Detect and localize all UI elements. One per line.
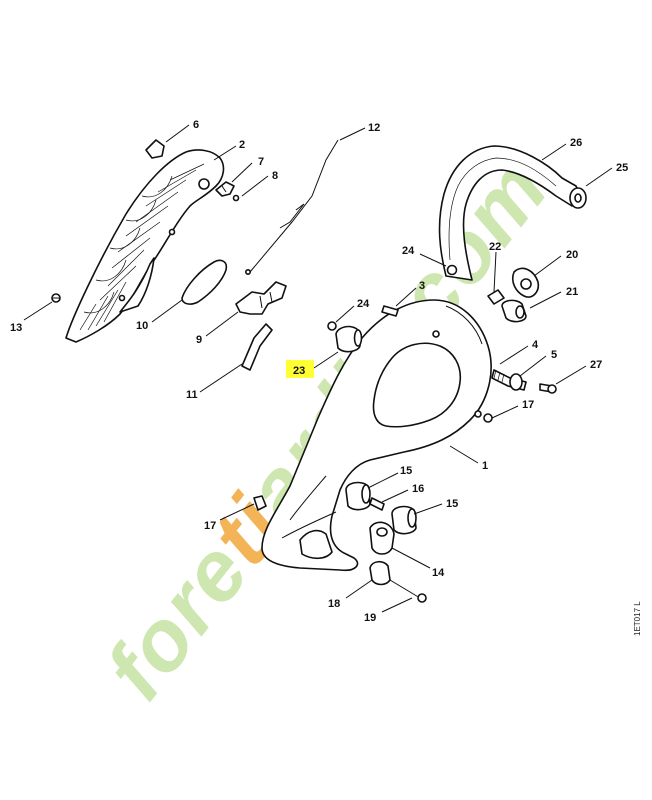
- highlight-box-23: [286, 360, 314, 378]
- part-6-clip: [145, 139, 165, 159]
- part-27-screw: [539, 383, 557, 394]
- part-3-screw: [381, 305, 399, 317]
- part-22-screw: [487, 289, 505, 305]
- drawing-code: 1ET017 L: [633, 601, 642, 636]
- part-7-spring: [215, 181, 235, 197]
- callout-17-left: 17: [204, 520, 216, 532]
- callout-13: 13: [10, 322, 22, 334]
- callout-25: 25: [616, 162, 628, 174]
- callout-15-upper: 15: [400, 465, 412, 477]
- callout-6: 6: [193, 119, 199, 131]
- leader-lines: [23, 124, 613, 613]
- callout-24-top: 24: [402, 245, 415, 257]
- callout-10: 10: [136, 320, 148, 332]
- callout-15-lower: 15: [446, 498, 458, 510]
- callout-2: 2: [239, 139, 245, 151]
- callout-22: 22: [489, 241, 501, 253]
- callout-1: 1: [482, 460, 488, 472]
- part-1-handle-frame: [261, 299, 492, 572]
- part-24-screw-top: [446, 264, 458, 276]
- part-5-nut: [509, 373, 523, 391]
- callout-12: 12: [368, 122, 380, 134]
- callout-labels: 6 2 7 8 12 26 25 24 22 20 21 13 10 9 24 …: [10, 119, 628, 624]
- part-15-bushing-lower: [391, 505, 417, 535]
- callout-17-right: 17: [522, 399, 534, 411]
- part-18-bushing: [369, 560, 391, 586]
- callout-21: 21: [566, 286, 578, 298]
- part-15-bushing-upper: [345, 481, 371, 511]
- part-2-handle-cover: [65, 149, 225, 343]
- callout-5: 5: [551, 349, 557, 361]
- callout-14: 14: [432, 567, 445, 579]
- part-14-clamp: [369, 521, 395, 555]
- callout-23: 23: [293, 365, 305, 377]
- part-20-clamp: [511, 267, 540, 298]
- part-9-trigger: [235, 281, 287, 315]
- part-19-bolt: [389, 579, 427, 603]
- callout-8: 8: [272, 170, 278, 182]
- callout-24-lower: 24: [357, 298, 370, 310]
- callout-19: 19: [364, 612, 376, 624]
- part-21-bushing: [501, 299, 527, 323]
- callout-16: 16: [412, 483, 424, 495]
- callout-20: 20: [566, 249, 578, 261]
- callout-27: 27: [590, 359, 602, 371]
- part-26-front-handle: [438, 145, 587, 281]
- callout-7: 7: [258, 156, 264, 168]
- callout-3: 3: [419, 280, 425, 292]
- part-8-screw: [232, 194, 240, 202]
- callout-4: 4: [532, 339, 539, 351]
- part-17-screw-left: [253, 495, 267, 511]
- part-24-screw-lower: [327, 321, 337, 331]
- part-23-bushing: [335, 325, 363, 353]
- part-16-screw: [369, 497, 385, 511]
- part-13-screw: [51, 293, 61, 303]
- part-11-spring: [241, 323, 273, 371]
- part-12-throttle-rod: [245, 139, 339, 275]
- callout-26: 26: [570, 137, 582, 149]
- callout-9: 9: [196, 334, 202, 346]
- part-17-screw-right: [483, 413, 493, 423]
- part-10-lever: [181, 259, 228, 305]
- callout-18: 18: [328, 598, 340, 610]
- callout-11: 11: [186, 389, 198, 401]
